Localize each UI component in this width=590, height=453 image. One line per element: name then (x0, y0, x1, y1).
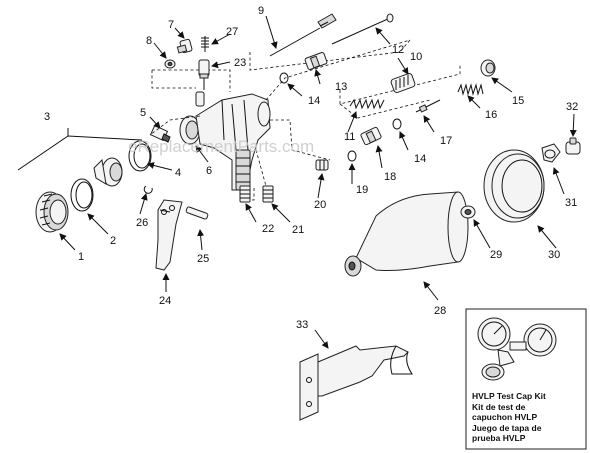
callout-30: 30 (548, 249, 560, 261)
part-8-nut (164, 59, 176, 69)
part-10-knob (390, 73, 416, 93)
callout-17: 17 (440, 135, 452, 147)
part-6-gun-body (179, 91, 271, 191)
pressure-gauge-icon (477, 317, 557, 381)
part-24-trigger (155, 199, 183, 271)
callout-18: 18 (384, 171, 396, 183)
callout-26: 26 (136, 217, 148, 229)
part-18-valve-body (360, 126, 382, 146)
callout-numbers: 1 2 3 4 5 6 7 8 9 10 11 12 13 14 14 15 1… (44, 5, 578, 331)
callout-1: 1 (78, 251, 84, 263)
callout-21: 21 (292, 224, 304, 236)
part-2-ring (70, 178, 94, 212)
callout-7: 7 (168, 19, 174, 31)
part-30-cup-lid (483, 149, 545, 223)
part-17-pin (415, 99, 441, 113)
part-9-needle (269, 13, 337, 57)
callout-31: 31 (565, 197, 577, 209)
callout-13: 13 (335, 81, 347, 93)
part-12-pin (331, 13, 394, 45)
kit-caption-line-3: capuchon HVLP (472, 412, 538, 422)
callout-9: 9 (258, 5, 264, 17)
callout-4: 4 (175, 167, 181, 179)
callout-12: 12 (392, 44, 404, 56)
part-1-air-cap-ring (35, 191, 69, 233)
part-31-drip-check (541, 143, 561, 163)
part-22-fitting (239, 185, 251, 203)
callout-16: 16 (485, 109, 497, 121)
part-13-packing (304, 52, 328, 70)
part-21-fitting (262, 185, 274, 203)
part-29-nut (460, 205, 476, 219)
part-15-cap (480, 59, 496, 77)
callout-2: 2 (110, 235, 116, 247)
kit-caption-line-4: Juego de tapa de (472, 422, 542, 433)
kit-caption-line-1: HVLP Test Cap Kit (472, 391, 546, 401)
callout-14-upper: 14 (308, 95, 320, 107)
part-19-washer (347, 150, 357, 162)
callout-14-lower: 14 (414, 153, 426, 165)
hvlp-test-cap-kit-box (465, 308, 587, 450)
callout-33: 33 (296, 319, 308, 331)
kit-caption-line-5: prueba HVLP (472, 433, 526, 443)
kit-caption: HVLP Test Cap Kit Kit de test de capucho… (472, 391, 584, 444)
callout-27: 27 (226, 26, 238, 38)
part-4-retaining-ring (128, 140, 152, 172)
watermark: eReplacementParts.com (128, 137, 314, 156)
part-28-paint-cup (344, 191, 469, 277)
callout-11: 11 (344, 131, 355, 143)
part-14-washer-upper (279, 72, 289, 84)
part-5-fluid-nozzle (149, 124, 171, 143)
callout-24: 24 (159, 295, 171, 307)
part-3-air-cap (93, 157, 123, 187)
part-11-spring (349, 98, 385, 110)
part-16-spring (457, 83, 484, 96)
callout-8: 8 (146, 35, 152, 47)
assembly-guide-lines (149, 39, 461, 201)
group-bracket-3 (17, 128, 143, 171)
callout-32: 32 (566, 101, 578, 113)
callout-3: 3 (44, 111, 50, 123)
part-32-vent-cap (565, 137, 581, 155)
part-7-fitting (176, 38, 193, 54)
callout-19: 19 (356, 184, 368, 196)
part-20-nut (315, 159, 329, 171)
part-23-valve (198, 59, 210, 90)
callout-28: 28 (434, 305, 446, 317)
callout-29: 29 (490, 249, 502, 261)
callout-20: 20 (314, 199, 326, 211)
callout-25: 25 (197, 253, 209, 265)
callout-10: 10 (410, 51, 422, 63)
leader-arrows (59, 15, 577, 349)
part-27-screw (201, 36, 209, 52)
callout-23: 23 (234, 57, 246, 69)
callout-5: 5 (140, 107, 146, 119)
callout-15: 15 (512, 95, 524, 107)
part-25-pin (185, 206, 209, 220)
part-14-washer-lower (392, 118, 402, 130)
part-33-wall-bracket (299, 345, 413, 421)
kit-caption-line-2: Kit de test de (472, 401, 526, 412)
part-26-clip (143, 185, 153, 194)
callout-22: 22 (262, 223, 274, 235)
callout-6: 6 (206, 165, 212, 177)
